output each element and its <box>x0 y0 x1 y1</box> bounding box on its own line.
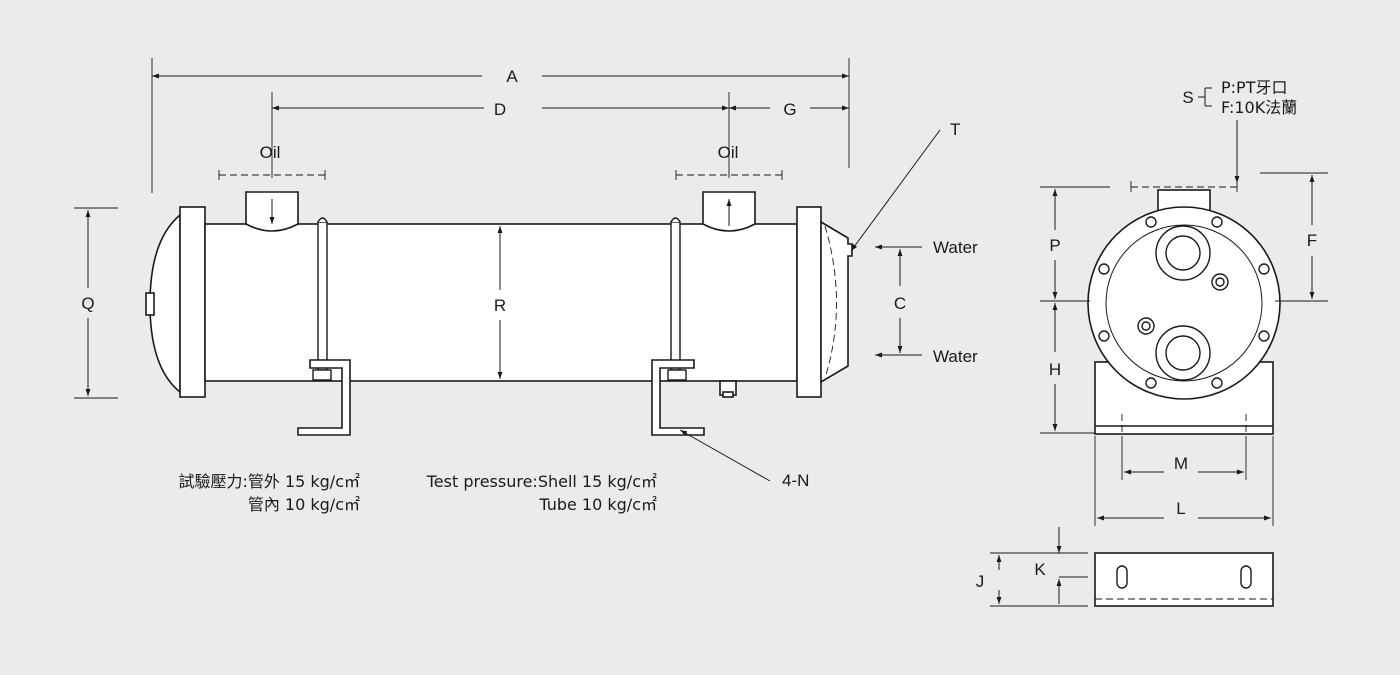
dimension-a-label: A <box>506 67 518 86</box>
dimension-r: R <box>494 226 506 379</box>
dimension-t-label: T <box>950 120 960 139</box>
connection-option-f: F:10K法蘭 <box>1221 98 1297 117</box>
dimension-a: A <box>152 67 849 86</box>
end-flange <box>1087 206 1281 400</box>
flange-bolt-holes <box>1098 216 1270 389</box>
test-pressure-zh-tube: 管內 10 kg/c㎡ <box>248 495 360 514</box>
water-inlet-label: Water <box>933 238 978 257</box>
oil-port-left-label: Oil <box>260 143 281 162</box>
base-side-view <box>1094 552 1274 607</box>
dimension-r-label: R <box>494 296 506 315</box>
dimension-c: C <box>894 249 906 353</box>
test-pressure-zh-shell: 試驗壓力:管外 15 kg/c㎡ <box>178 472 360 491</box>
right-flange <box>796 206 822 398</box>
dimension-l: L <box>1097 499 1271 521</box>
test-pressure-en-shell: Test pressure:Shell 15 kg/c㎡ <box>426 472 657 491</box>
dimension-f-label: F <box>1307 231 1317 250</box>
dimension-m: M <box>1124 454 1244 475</box>
dimension-k: K <box>1034 527 1062 604</box>
side-view: A D G Oil Oil <box>74 58 978 490</box>
shell-body <box>204 223 798 382</box>
end-view: S P:PT牙口 F:10K法蘭 <box>976 78 1328 607</box>
dimension-k-label: K <box>1034 560 1046 579</box>
dimension-h: H <box>1049 303 1061 431</box>
oil-port-right-label: Oil <box>718 143 739 162</box>
dimension-f: F <box>1307 175 1317 299</box>
dimension-l-label: L <box>1176 499 1185 518</box>
dimension-q: Q <box>74 207 118 399</box>
water-outlet-label: Water <box>933 347 978 366</box>
test-pressure-notes: 試驗壓力:管外 15 kg/c㎡ 管內 10 kg/c㎡ Test pressu… <box>178 472 657 514</box>
dimension-m-label: M <box>1174 454 1188 473</box>
left-drain-plug <box>145 292 155 316</box>
dimension-h-label: H <box>1049 360 1061 379</box>
dimension-d-label: D <box>494 100 506 119</box>
dimension-g: G <box>729 100 849 119</box>
dimension-g-label: G <box>783 100 796 119</box>
dimension-c-label: C <box>894 294 906 313</box>
dimension-p: P <box>1049 189 1061 299</box>
left-flange <box>179 206 206 398</box>
bolt-holes-label: 4-N <box>782 471 809 490</box>
dimension-p-label: P <box>1049 236 1060 255</box>
dimension-s-label: S <box>1182 88 1193 107</box>
mounting-bracket-right <box>651 217 705 436</box>
dimension-d: D <box>272 100 729 119</box>
dimension-j-label: J <box>976 572 985 591</box>
connection-option-p: P:PT牙口 <box>1221 78 1287 97</box>
dimension-j: J <box>976 555 1002 604</box>
dimension-q-label: Q <box>81 294 94 313</box>
test-pressure-en-tube: Tube 10 kg/c㎡ <box>538 495 657 514</box>
mounting-bracket-left <box>297 217 351 436</box>
